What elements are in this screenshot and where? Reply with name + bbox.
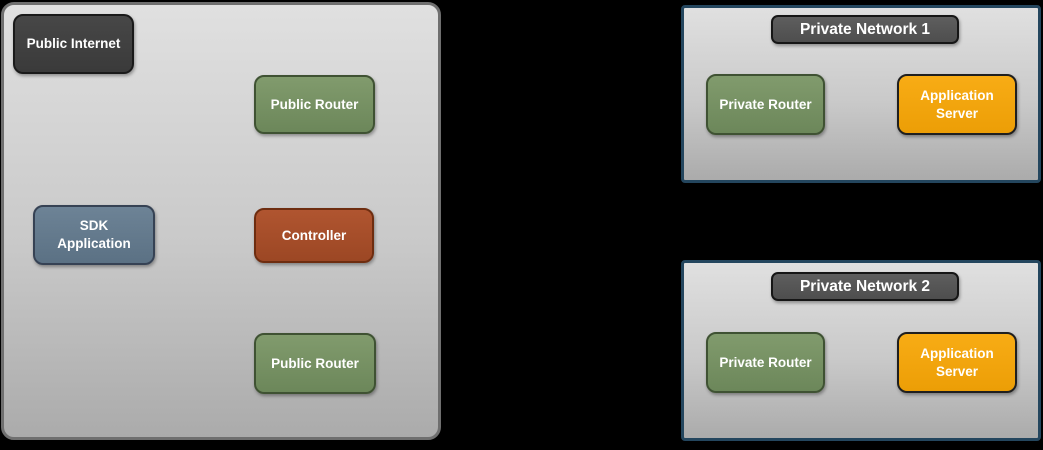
node-public-router-top: Public Router — [254, 75, 375, 134]
node-private-router-1: Private Router — [706, 74, 825, 135]
node-public-internet: Public Internet — [13, 14, 134, 74]
node-controller: Controller — [254, 208, 374, 263]
node-application-server-1: Application Server — [897, 74, 1017, 135]
node-private-router-2: Private Router — [706, 332, 825, 393]
private-network-1-zone: Private Network 1 Private Router Applica… — [681, 5, 1041, 183]
private-network-2-title: Private Network 2 — [771, 272, 959, 301]
private-network-2-zone: Private Network 2 Private Router Applica… — [681, 260, 1041, 441]
public-internet-zone: Public Internet Public Router SDK Applic… — [1, 2, 441, 440]
node-sdk-application: SDK Application — [33, 205, 155, 265]
private-network-1-title: Private Network 1 — [771, 15, 959, 44]
node-public-router-bottom: Public Router — [254, 333, 376, 394]
node-application-server-2: Application Server — [897, 332, 1017, 393]
